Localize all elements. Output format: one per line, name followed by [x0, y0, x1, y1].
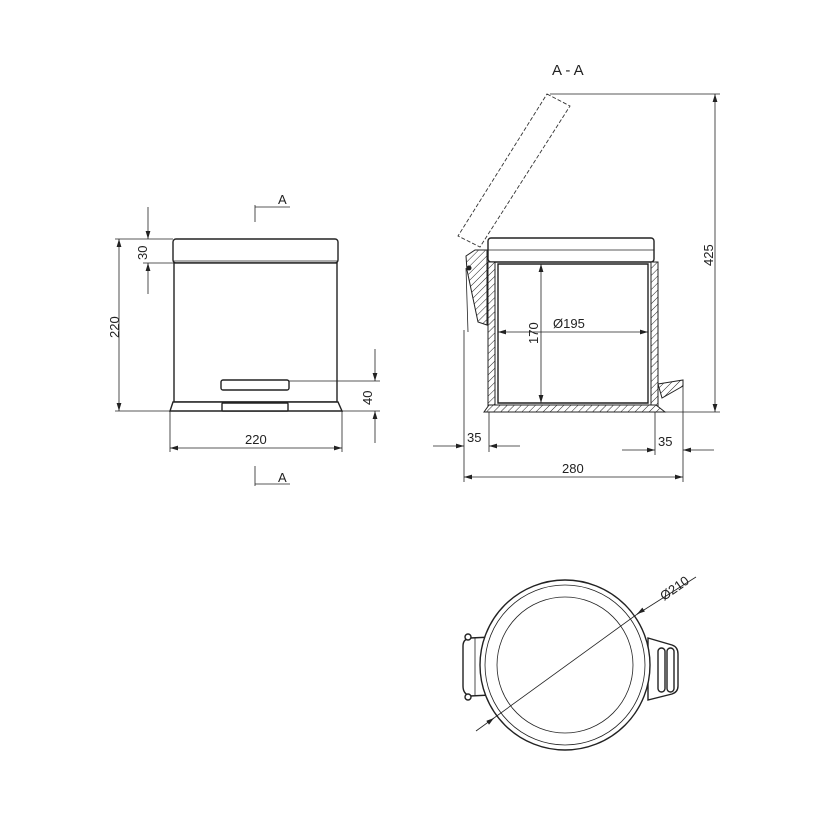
pedal-slot	[220, 379, 290, 391]
svg-text:30: 30	[135, 246, 150, 260]
svg-text:40: 40	[360, 391, 375, 405]
dim-inner-diameter: Ø195	[498, 316, 648, 335]
inner-opening	[496, 596, 634, 734]
svg-text:220: 220	[107, 316, 122, 338]
svg-text:A: A	[278, 470, 287, 485]
pedal	[221, 402, 289, 412]
section-view: A - A 425 170 Ø195	[433, 62, 720, 482]
dim-height-open: 425	[550, 93, 720, 413]
svg-text:425: 425	[701, 244, 716, 266]
front-view: A A 220 30 40	[107, 192, 380, 486]
right-wall	[650, 261, 659, 407]
left-wall	[487, 261, 496, 407]
svg-text:Ø210: Ø210	[657, 573, 692, 604]
base-section	[483, 404, 667, 413]
dim-height-total: 220	[107, 238, 173, 412]
dim-left-offset: 35	[433, 330, 520, 482]
dim-lid-height: 30	[135, 207, 174, 294]
dim-width: 220	[169, 411, 343, 452]
section-marker-bottom: A	[254, 466, 290, 486]
pedal-section	[657, 379, 684, 399]
dim-pedal-height: 40	[289, 349, 380, 443]
lid	[172, 238, 339, 264]
top-view: Ø210	[462, 573, 697, 751]
svg-text:A: A	[278, 192, 287, 207]
section-marker-top: A	[254, 192, 290, 222]
inner-bucket	[497, 263, 649, 404]
svg-text:Ø195: Ø195	[553, 316, 585, 331]
outer-rim	[479, 579, 651, 751]
svg-text:220: 220	[245, 432, 267, 447]
svg-text:170: 170	[526, 322, 541, 344]
svg-text:35: 35	[467, 430, 481, 445]
svg-text:280: 280	[562, 461, 584, 476]
dim-right-offset: 35	[622, 380, 714, 482]
dim-depth-total: 280	[464, 461, 683, 480]
open-lid-outline	[457, 93, 571, 248]
svg-text:35: 35	[658, 434, 672, 449]
hinge-section	[465, 249, 488, 326]
section-title: A - A	[552, 62, 584, 79]
